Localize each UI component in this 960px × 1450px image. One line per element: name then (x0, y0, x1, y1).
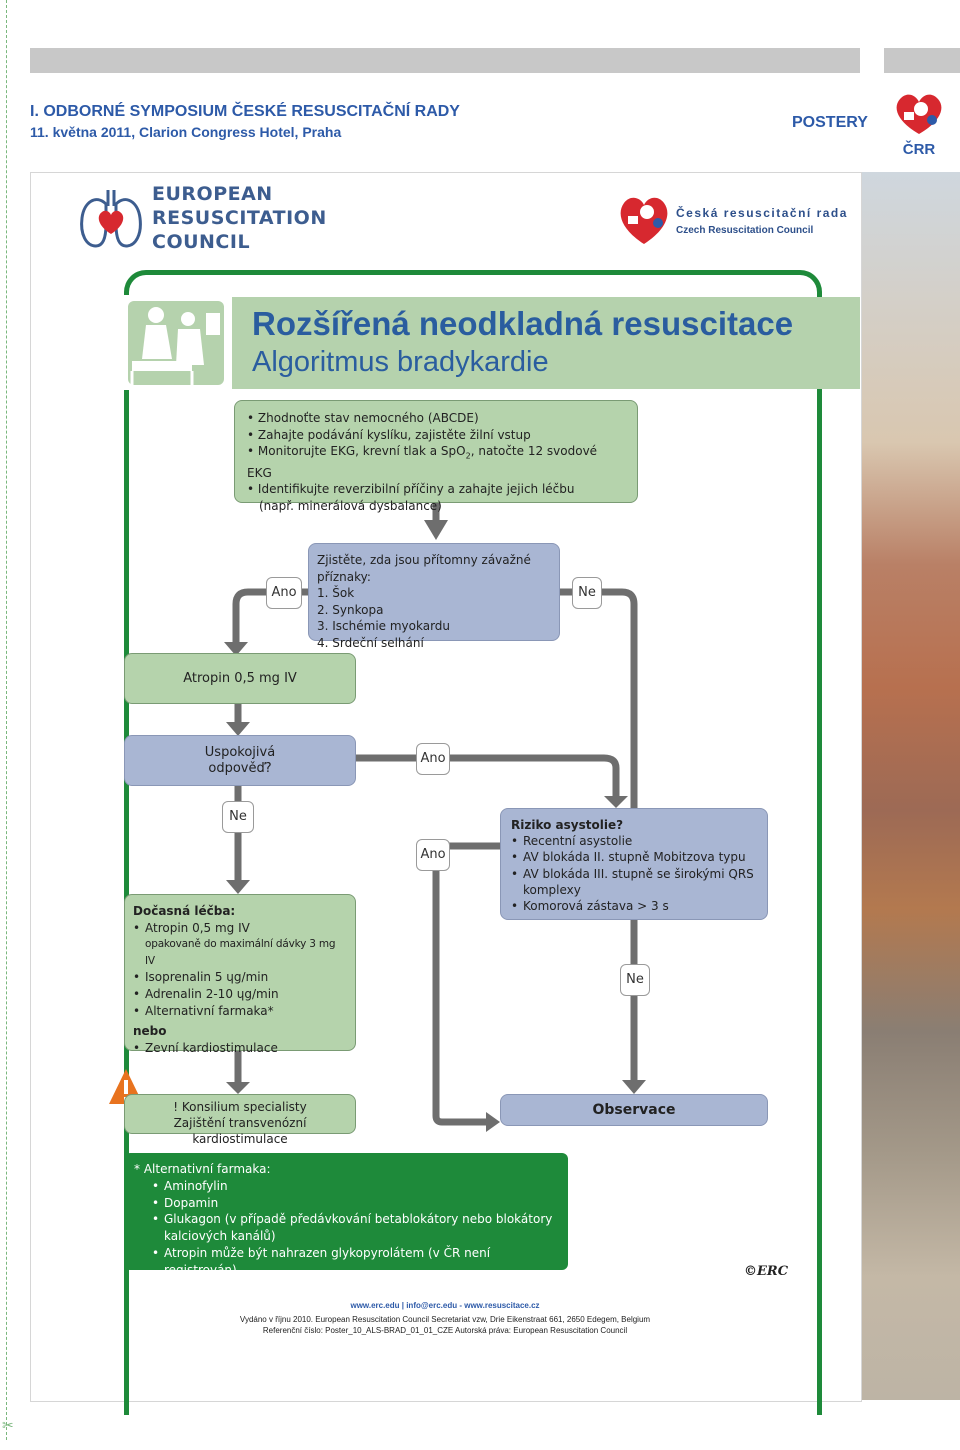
connector-risk-yes (432, 842, 500, 1126)
connector-resp-yes (356, 754, 620, 796)
signs-item: 4. Srdeční selhání (317, 635, 424, 650)
assess-continuation: (např. minerálová dysbalance) (259, 498, 442, 513)
arrow-risk-yes (486, 1112, 500, 1132)
arrow-resp-no (226, 880, 250, 894)
temp-title: Dočasná léčba: (133, 904, 236, 918)
signs-item: 1. Šok (317, 586, 355, 600)
temp-item: Adrenalin 2-10 ɥg/min (133, 986, 347, 1003)
consult-line: Zajištění transvenózní kardiostimulace (173, 1116, 307, 1146)
alt-item: Glukagon (v případě předávkování betablo… (152, 1211, 558, 1245)
erc-logo-text: EUROPEAN RESUSCITATION COUNCIL (152, 182, 327, 254)
alt-title: * Alternativní farmaka: (134, 1162, 271, 1176)
consult-line: ! Konsilium specialisty (173, 1100, 307, 1114)
crc-name-cz: Česká resuscitační rada (676, 206, 848, 220)
symposium-subtitle: 11. května 2011, Clarion Congress Hotel,… (30, 124, 342, 140)
connector-no-right (560, 588, 638, 1080)
crc-heart-icon (620, 197, 668, 244)
temp-item: Alternativní farmaka* (133, 1003, 347, 1020)
erc-copyright-mark: ©ERC (744, 1264, 789, 1279)
adverse-signs-box: Zjistěte, zda jsou přítomny závažné příz… (308, 543, 560, 650)
crc-name-en: Czech Resuscitation Council (676, 225, 814, 236)
cut-line (6, 0, 7, 1440)
crr-logo-text: ČRR (903, 140, 936, 158)
temp-pacing: Zevní kardiostimulace (133, 1040, 347, 1057)
temp-or: nebo (133, 1024, 167, 1039)
atropine-box: Atropin 0,5 mg IV (124, 653, 356, 704)
assess-item-tail: , natočte 12 svodové EKG (247, 444, 598, 480)
signs-item: 3. Ischémie myokardu (317, 619, 451, 633)
footer-reference: Referenční číslo: Poster_10_ALS-BRAD_01_… (262, 1326, 628, 1335)
assess-item-text: Monitorujte EKG, krevní tlak a SpO (257, 444, 466, 458)
arrow-atropin (226, 722, 250, 736)
observation-box: Observace (500, 1094, 768, 1126)
response-box: Uspokojivá odpověď? (124, 735, 356, 786)
crr-heart-icon: ČRR (896, 94, 942, 158)
top-bar (30, 48, 860, 73)
erc-line-1: EUROPEAN (152, 183, 273, 205)
alt-item: Aminofylin (152, 1178, 558, 1195)
spo2-subscript: 2 (465, 451, 471, 461)
signs-item: 2. Synkopa (317, 602, 384, 617)
crc-logo (614, 190, 674, 252)
label-no-response: Ne (222, 801, 254, 833)
risk-item: Recentní asystolie (511, 833, 757, 849)
assess-item: Monitorujte EKG, krevní tlak a SpO2, nat… (247, 443, 625, 481)
risk-item: AV blokáda II. stupně Mobitzova typu (511, 849, 757, 865)
risk-item: AV blokáda III. stupně se širokými QRS k… (511, 866, 757, 898)
temporary-treatment-box: Dočasná léčba: Atropin 0,5 mg IV opakova… (124, 894, 356, 1056)
risk-title: Riziko asystolie? (511, 818, 624, 832)
medical-team-icon (128, 301, 224, 385)
arrow-yes-left (224, 642, 248, 656)
assess-item: Zahajte podávání kyslíku, zajistěte žiln… (247, 427, 625, 444)
temp-item-note: opakovaně do maximální dávky 3 mg IV (145, 938, 336, 967)
temp-item: Isoprenalin 5 ɥg/min (133, 969, 347, 986)
arrow-resp-yes (604, 796, 628, 808)
resuscitation-illustration (122, 295, 230, 390)
algorithm-frame (124, 270, 822, 1415)
lungs-heart-icon (80, 190, 142, 248)
background-photo (860, 172, 960, 1400)
arrow-assess (424, 520, 448, 540)
assessment-box: Zhodnoťte stav nemocného (ABCDE) Zahajte… (234, 400, 638, 513)
title-banner (232, 297, 860, 389)
assess-item: Zhodnoťte stav nemocného (ABCDE) (247, 410, 625, 427)
scissors-icon: ✂ (2, 1418, 14, 1434)
crr-logo: ČRR (888, 86, 950, 158)
symposium-title: I. ODBORNÉ SYMPOSIUM ČESKÉ RESUSCITAČNÍ … (30, 103, 460, 120)
asystole-risk-box: Riziko asystolie? Recentní asystolie AV … (500, 808, 768, 920)
label-no-risk: Ne (620, 964, 650, 996)
footer-publisher: Vydáno v říjnu 2010. European Resuscitat… (239, 1315, 651, 1324)
alternative-drugs-box: * Alternativní farmaka: Aminofylin Dopam… (124, 1153, 568, 1277)
label-yes-signs: Ano (266, 577, 302, 609)
label-yes-response: Ano (416, 743, 450, 775)
poster-title: Rozšířená neodkladná resuscitace (252, 305, 794, 342)
risk-item: Komorová zástava > 3 s (511, 898, 757, 914)
erc-line-3: COUNCIL (152, 231, 251, 253)
specialist-consult-box: ! Konsilium specialisty Zajištění transv… (124, 1094, 356, 1146)
assess-item: Identifikujte reverzibilní příčiny a zah… (247, 481, 625, 498)
poster-subtitle: Algoritmus bradykardie (252, 346, 549, 378)
footer-web[interactable]: www.erc.edu | info@erc.edu - www.resusci… (350, 1301, 540, 1310)
response-line: odpověď? (208, 761, 272, 776)
label-no-signs: Ne (572, 577, 602, 609)
erc-line-2: RESUSCITATION (152, 207, 327, 229)
arrow-temp (226, 1082, 250, 1094)
arrow-no-right (622, 1080, 646, 1094)
response-line: Uspokojivá (204, 745, 276, 760)
label-yes-risk: Ano (416, 839, 450, 871)
alt-item: Dopamin (152, 1195, 558, 1212)
top-corner-block (884, 48, 960, 73)
erc-logo (78, 184, 144, 254)
connector-yes-left (232, 588, 308, 642)
alt-item: Atropin může být nahrazen glykopyrolátem… (152, 1245, 558, 1279)
signs-question: Zjistěte, zda jsou přítomny závažné příz… (317, 553, 531, 584)
temp-item: Atropin 0,5 mg IV (133, 920, 347, 937)
section-label: POSTERY (792, 114, 868, 131)
